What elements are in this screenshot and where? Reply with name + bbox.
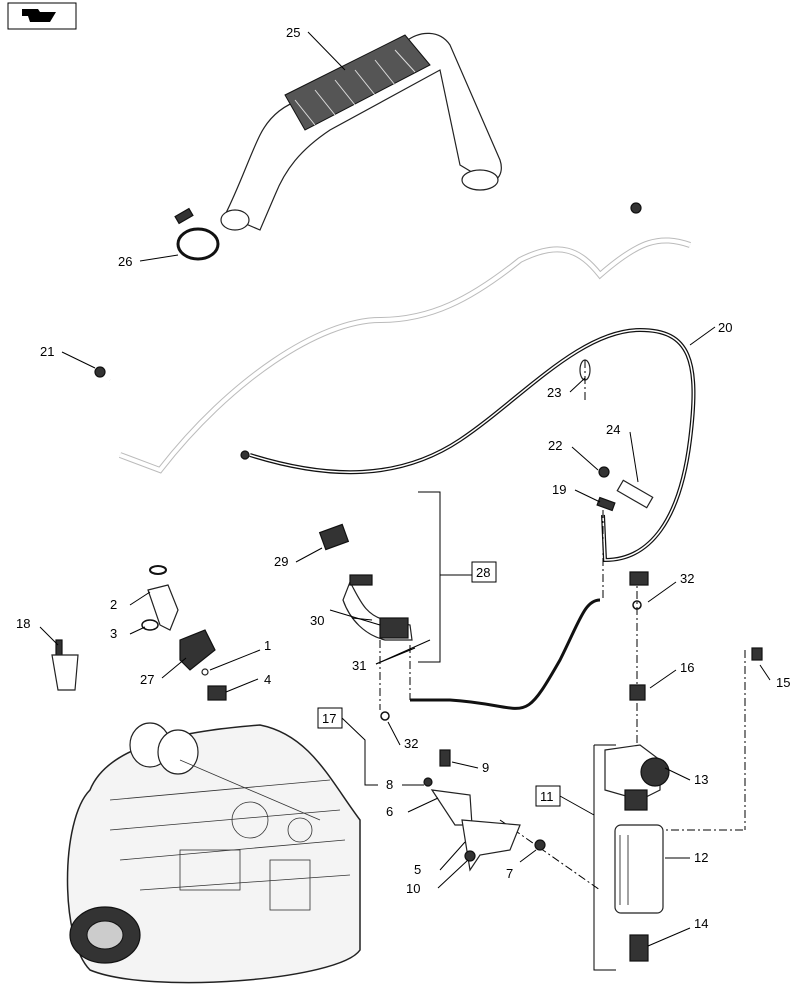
- navigation-arrow-icon[interactable]: [7, 2, 77, 30]
- check-valve-part: [141, 565, 227, 701]
- callout-19: 19: [552, 482, 566, 497]
- callout-23: 23: [547, 385, 561, 400]
- callout-2: 2: [110, 597, 117, 612]
- assembly-lines: [379, 360, 746, 891]
- callout-6: 6: [386, 804, 393, 819]
- callout-20: 20: [718, 320, 732, 335]
- callout-7: 7: [506, 866, 513, 881]
- callout-18: 18: [16, 616, 30, 631]
- callout-29: 29: [274, 554, 288, 569]
- ref-box-28[interactable]: [471, 561, 497, 583]
- fitting-16-part: [380, 571, 763, 721]
- callout-14: 14: [694, 916, 708, 931]
- callout-9: 9: [482, 760, 489, 775]
- callout-8: 8: [386, 777, 393, 792]
- callout-12: 12: [694, 850, 708, 865]
- callout-26: 26: [118, 254, 132, 269]
- callout-24: 24: [606, 422, 620, 437]
- callout-10: 10: [406, 881, 420, 896]
- callout-11: 11: [540, 789, 554, 804]
- callout-3: 3: [110, 626, 117, 641]
- callout-16: 16: [680, 660, 694, 675]
- breather-tubes-part: [94, 196, 691, 474]
- callout-1: 1: [264, 638, 271, 653]
- callout-27: 27: [140, 672, 154, 687]
- engine-part: [66, 722, 361, 984]
- mounting-bracket-part: [423, 749, 546, 872]
- callout-17: 17: [322, 711, 336, 726]
- bracket-11: [593, 745, 616, 971]
- callout-30: 30: [310, 613, 324, 628]
- callout-28: 28: [476, 565, 490, 580]
- callout-31: 31: [352, 658, 366, 673]
- filter-assembly-part: [604, 744, 670, 962]
- intake-hose-part: [220, 32, 502, 231]
- callout-32-left: 32: [404, 736, 418, 751]
- vent-tube-part: [240, 327, 696, 563]
- leader-lines: [39, 31, 771, 947]
- sensor-part: [51, 639, 79, 691]
- callout-32-right: 32: [680, 571, 694, 586]
- bracket-28: [418, 491, 441, 663]
- callout-25: 25: [286, 25, 300, 40]
- callout-21: 21: [40, 344, 54, 359]
- hose-clamp-part: [174, 207, 220, 261]
- callout-5: 5: [414, 862, 421, 877]
- callout-15: 15: [776, 675, 790, 690]
- callout-13: 13: [694, 772, 708, 787]
- breather-assembly-part: [318, 523, 413, 641]
- callout-22: 22: [548, 438, 562, 453]
- callout-4: 4: [264, 672, 271, 687]
